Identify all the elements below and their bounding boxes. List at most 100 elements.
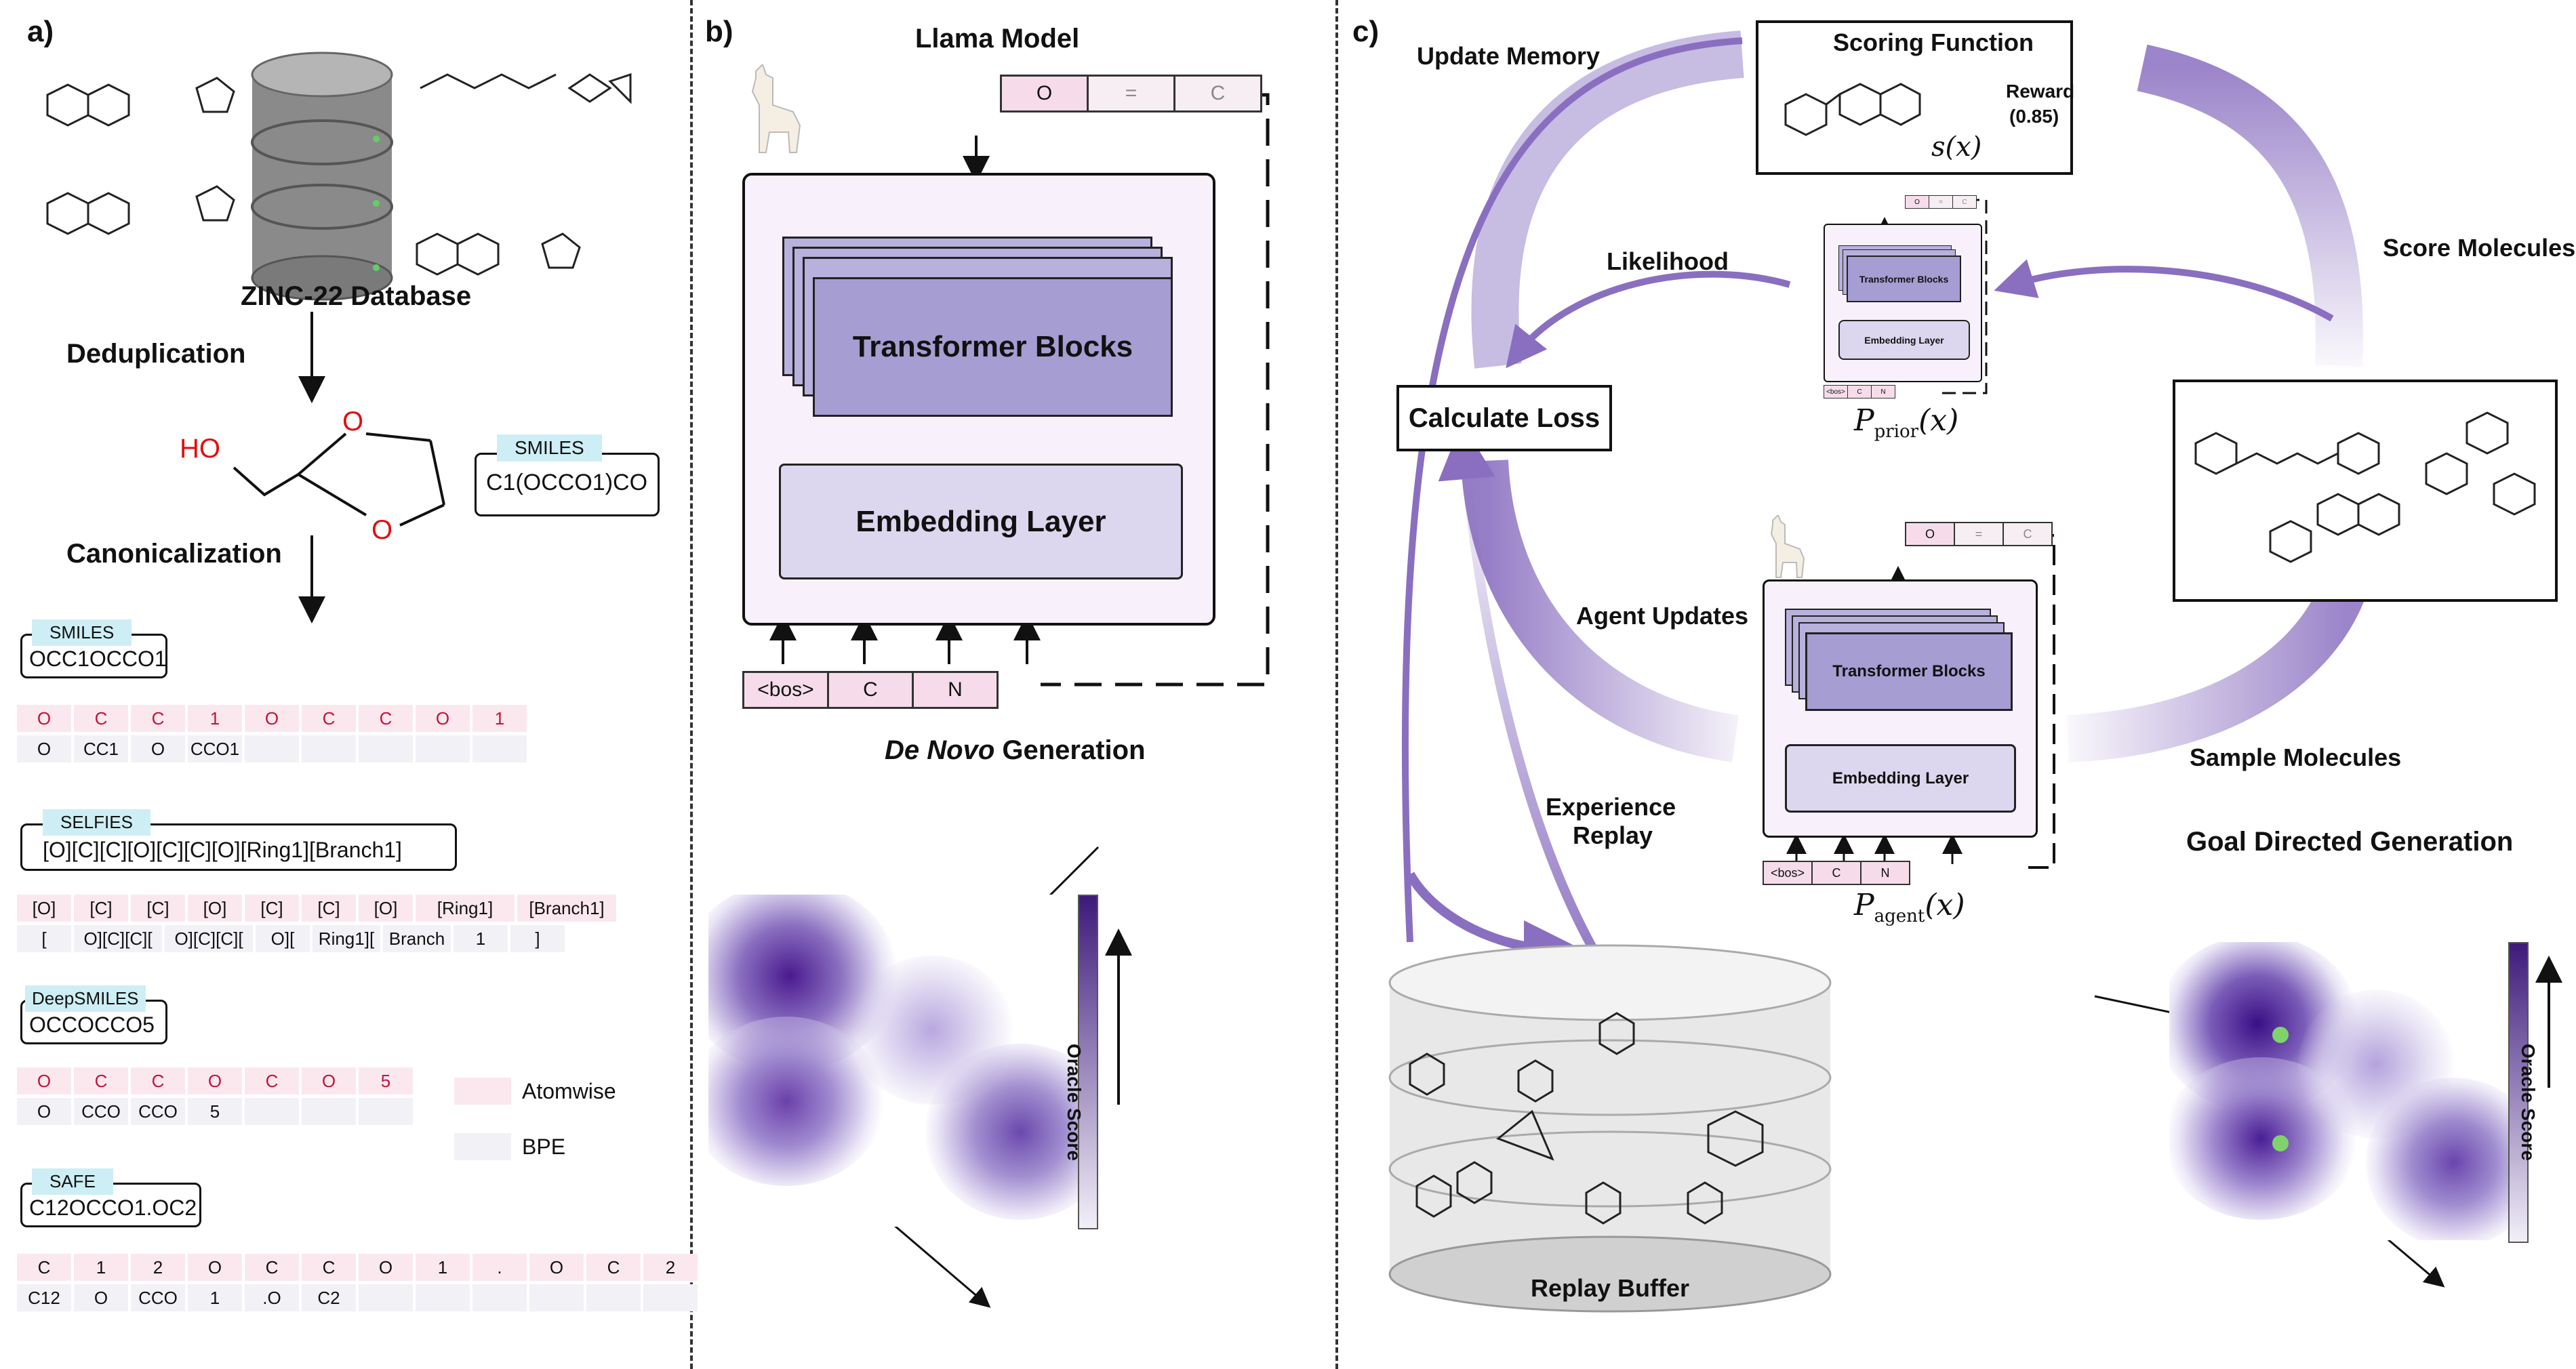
token-cell: Branch — [383, 925, 451, 952]
token-cell — [643, 1284, 698, 1311]
token-cell: [O] — [359, 895, 413, 922]
panel-a-label: a) — [27, 15, 54, 48]
de-novo-italic: De Novo — [885, 735, 995, 765]
token-cell: O — [17, 735, 71, 762]
goal-directed-title: Goal Directed Generation — [2186, 827, 2514, 857]
model-token: N — [1860, 861, 1910, 885]
token-cell: 1 — [188, 1284, 242, 1311]
model-token: <bos> — [1824, 385, 1848, 399]
safe-box: SAFE C12OCCO1.OC2 — [20, 1168, 201, 1227]
token-cell: O][C][C][ — [74, 925, 162, 952]
model-token: C — [2003, 522, 2053, 546]
token-cell — [359, 735, 413, 762]
model-token: C — [1952, 195, 1977, 209]
model-token: C — [1173, 75, 1262, 113]
model-token: = — [1929, 195, 1953, 209]
agent-transformer-blocks: Transformer Blocks — [1805, 632, 2013, 711]
model-token: C — [1811, 861, 1861, 885]
token-cell: Ring1][ — [313, 925, 380, 952]
token-cell: O — [529, 1254, 584, 1281]
divider-a-b — [690, 0, 693, 1369]
selfies-box: SELFIES [O][C][C][O][C][C][O][Ring1][Bra… — [20, 809, 457, 871]
llama-model-title: Llama Model — [915, 24, 1080, 54]
prior-transformer-blocks: Transformer Blocks — [1847, 256, 1961, 302]
token-cell: 2 — [643, 1254, 698, 1281]
token-cell: O — [302, 1067, 356, 1095]
token-cell — [416, 1284, 470, 1311]
token-cell: O — [74, 1284, 128, 1311]
token-cell: [C] — [74, 895, 128, 922]
token-cell: [C] — [302, 895, 356, 922]
token-cell — [472, 1284, 527, 1311]
model-token: O — [1905, 522, 1955, 546]
token-cell: [Ring1] — [416, 895, 515, 922]
smiles-tag: SMILES — [497, 434, 602, 462]
model-token: C — [827, 671, 914, 709]
replay-buffer-label: Replay Buffer — [1531, 1274, 1690, 1302]
token-cell: O — [188, 1067, 242, 1095]
legend-bpe-label: BPE — [522, 1135, 566, 1159]
model-token: = — [1087, 75, 1175, 113]
token-cell: [O] — [17, 895, 71, 922]
token-cell: 1 — [416, 1254, 470, 1281]
panel-b-label: b) — [705, 15, 733, 48]
token-cell: C — [131, 705, 185, 732]
agent-transformer-label: Transformer Blocks — [1832, 662, 1986, 680]
dedup-label: Deduplication — [66, 339, 246, 369]
token-cell: [Branch1] — [517, 895, 616, 922]
token-cell: [ — [17, 925, 71, 952]
model-token: N — [912, 671, 999, 709]
legend-bpe-swatch — [454, 1133, 511, 1160]
selfies-value: [O][C][C][O][C][C][O][Ring1][Branch1] — [43, 838, 402, 862]
token-cell: O — [17, 1067, 71, 1095]
safe-value: C12OCCO1.OC2 — [29, 1196, 197, 1220]
ho-atom-label: HO — [180, 434, 220, 464]
token-cell: C — [302, 705, 356, 732]
token-cell: 5 — [188, 1098, 242, 1125]
divider-b-c — [1335, 0, 1338, 1369]
agent-output-tokens: O=C — [1905, 522, 2053, 546]
token-cell: O — [188, 1254, 242, 1281]
token-cell — [359, 1284, 413, 1311]
likelihood-label: Likelihood — [1607, 247, 1729, 275]
token-cell: CCO — [74, 1098, 128, 1125]
token-cell: CCO — [131, 1284, 185, 1311]
prior-embedding-layer: Embedding Layer — [1838, 320, 1970, 360]
scoring-molecule — [1784, 83, 1921, 136]
token-cell: C12 — [17, 1284, 71, 1311]
prior-model-box: Transformer Blocks Embedding Layer — [1824, 224, 1982, 382]
token-cell: 1 — [188, 705, 242, 732]
agent-embedding-layer: Embedding Layer — [1785, 744, 2016, 813]
database-label: ZINC-22 Database — [241, 281, 472, 311]
score-molecules-label: Score Molecules — [2383, 234, 2576, 262]
token-cell: . — [472, 1254, 527, 1281]
token-cell: C — [74, 705, 128, 732]
legend-atomwise-label: Atomwise — [522, 1079, 616, 1103]
token-cell: [C] — [131, 895, 185, 922]
llama-icon — [736, 63, 803, 159]
b-embedding-label: Embedding Layer — [856, 504, 1106, 538]
calculate-loss-label: Calculate Loss — [1408, 403, 1601, 433]
token-cell: 1 — [74, 1254, 128, 1281]
token-cell: [O] — [188, 895, 242, 922]
token-cell — [586, 1284, 641, 1311]
token-cell — [359, 1098, 413, 1125]
token-cell: O — [17, 705, 71, 732]
de-novo-label: De Novo Generation — [885, 735, 1146, 766]
token-cell: O — [245, 705, 299, 732]
update-memory-label: Update Memory — [1417, 42, 1601, 70]
token-cell: C2 — [302, 1284, 356, 1311]
model-token: N — [1871, 385, 1895, 399]
token-cell: C — [245, 1067, 299, 1095]
token-cell: O][C][C][ — [165, 925, 253, 952]
canon-label: Canonicalization — [66, 539, 282, 569]
token-cell: .O — [245, 1284, 299, 1311]
